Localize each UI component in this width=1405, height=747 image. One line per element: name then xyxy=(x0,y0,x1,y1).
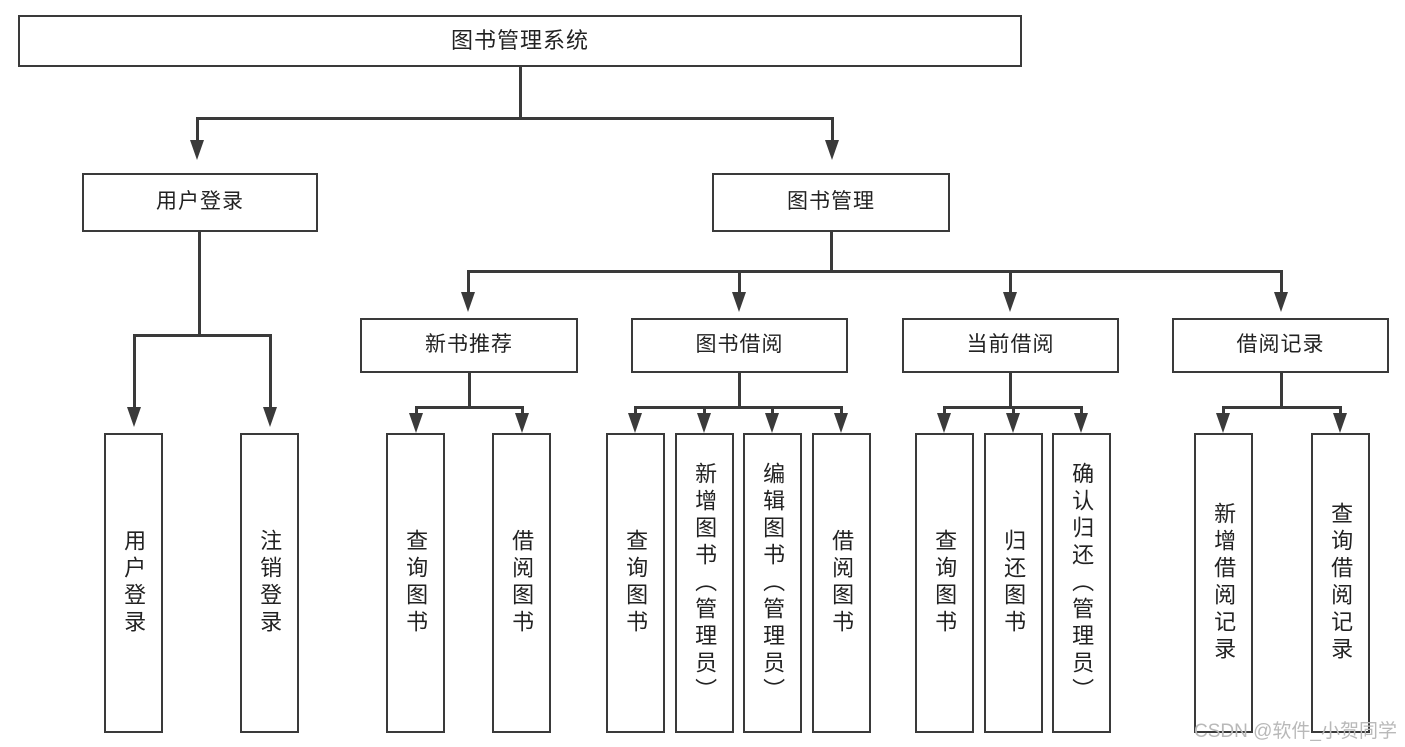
arrowhead-leaf-confirm-return xyxy=(1074,413,1088,433)
node-leaf-user-logout[interactable]: 注销登录 xyxy=(240,433,299,733)
node-label: 查询图书 xyxy=(623,529,649,637)
edge-book-borrow-drop-4 xyxy=(840,406,843,414)
arrowhead-leaf-borrow-book-2 xyxy=(834,413,848,433)
node-root-book-management-system[interactable]: 图书管理系统 xyxy=(18,15,1022,67)
node-book-borrowing[interactable]: 图书借阅 xyxy=(631,318,848,373)
node-leaf-query-book-3[interactable]: 查询图书 xyxy=(915,433,974,733)
edge-book-borrow-drop-2 xyxy=(703,406,706,414)
node-label: 图书管理系统 xyxy=(450,28,589,54)
edge-book-borrow-drop-3 xyxy=(771,406,774,414)
node-leaf-query-record[interactable]: 查询借阅记录 xyxy=(1311,433,1370,733)
node-label: 查询图书 xyxy=(403,529,429,637)
arrowhead-leaf-query-record xyxy=(1333,413,1347,433)
node-leaf-confirm-return[interactable]: 确认归还（管理员） xyxy=(1052,433,1111,733)
edge-root-bus xyxy=(196,117,834,120)
arrowhead-leaf-add-record xyxy=(1216,413,1230,433)
node-leaf-edit-book[interactable]: 编辑图书（管理员） xyxy=(743,433,802,733)
node-label: 图书管理 xyxy=(787,190,875,214)
node-leaf-borrow-book-2[interactable]: 借阅图书 xyxy=(812,433,871,733)
edge-user-login-stem xyxy=(198,232,201,335)
node-leaf-add-record[interactable]: 新增借阅记录 xyxy=(1194,433,1253,733)
edge-current-borrow-stem xyxy=(1009,373,1012,407)
edge-book-manage-drop-1 xyxy=(467,270,470,293)
edge-user-login-drop-2 xyxy=(269,334,272,408)
edge-new-book-rec-bus xyxy=(415,406,524,409)
edge-book-manage-drop-3 xyxy=(1009,270,1012,293)
edge-book-manage-bus xyxy=(467,270,1283,273)
node-label: 借阅图书 xyxy=(509,529,535,637)
node-label: 用户登录 xyxy=(156,190,244,214)
arrowhead-leaf-edit-book xyxy=(765,413,779,433)
node-user-login[interactable]: 用户登录 xyxy=(82,173,318,232)
edge-user-login-drop-1 xyxy=(133,334,136,408)
edge-book-manage-stem xyxy=(830,232,833,271)
arrowhead-leaf-add-book xyxy=(697,413,711,433)
node-label: 当前借阅 xyxy=(966,333,1055,357)
node-label: 新增借阅记录 xyxy=(1211,502,1237,664)
node-leaf-borrow-book-1[interactable]: 借阅图书 xyxy=(492,433,551,733)
edge-book-borrow-drop-1 xyxy=(634,406,637,414)
arrowhead-borrow-record xyxy=(1274,292,1288,312)
edge-current-borrow-drop-3 xyxy=(1080,406,1083,414)
node-label: 查询借阅记录 xyxy=(1328,502,1354,664)
edge-book-manage-drop-2 xyxy=(738,270,741,293)
edge-book-borrow-bus xyxy=(634,406,843,409)
arrowhead-current-borrow xyxy=(1003,292,1017,312)
node-label: 用户登录 xyxy=(121,529,147,637)
arrowhead-book-borrow xyxy=(732,292,746,312)
arrowhead-leaf-return-book xyxy=(1006,413,1020,433)
node-label: 借阅图书 xyxy=(829,529,855,637)
edge-borrow-record-bus xyxy=(1222,406,1342,409)
edge-current-borrow-drop-2 xyxy=(1012,406,1015,414)
node-label: 编辑图书（管理员） xyxy=(760,461,786,705)
node-label: 新书推荐 xyxy=(425,333,513,357)
edge-user-login-bus xyxy=(133,334,272,337)
edge-book-manage-drop-4 xyxy=(1280,270,1283,293)
node-label: 查询图书 xyxy=(932,529,958,637)
edge-root-stem xyxy=(519,67,522,118)
node-leaf-query-book-1[interactable]: 查询图书 xyxy=(386,433,445,733)
node-current-borrowing[interactable]: 当前借阅 xyxy=(902,318,1119,373)
arrowhead-leaf-query-book-2 xyxy=(628,413,642,433)
edge-current-borrow-drop-1 xyxy=(943,406,946,414)
edge-root-drop-book-manage xyxy=(831,117,834,141)
node-leaf-add-book[interactable]: 新增图书（管理员） xyxy=(675,433,734,733)
node-label: 注销登录 xyxy=(257,529,283,637)
edge-new-book-rec-drop-1 xyxy=(415,406,418,414)
arrowhead-leaf-query-book-1 xyxy=(409,413,423,433)
node-book-management[interactable]: 图书管理 xyxy=(712,173,950,232)
node-leaf-query-book-2[interactable]: 查询图书 xyxy=(606,433,665,733)
arrowhead-user-login xyxy=(190,140,204,160)
node-leaf-return-book[interactable]: 归还图书 xyxy=(984,433,1043,733)
arrowhead-leaf-user-login xyxy=(127,407,141,427)
node-leaf-user-login[interactable]: 用户登录 xyxy=(104,433,163,733)
node-label: 归还图书 xyxy=(1001,529,1027,637)
arrowhead-leaf-user-logout xyxy=(263,407,277,427)
node-borrowing-records[interactable]: 借阅记录 xyxy=(1172,318,1389,373)
node-label: 借阅记录 xyxy=(1236,333,1325,357)
edge-new-book-rec-drop-2 xyxy=(521,406,524,414)
edge-borrow-record-stem xyxy=(1280,373,1283,407)
node-label: 图书借阅 xyxy=(695,333,784,357)
edge-new-book-rec-stem xyxy=(468,373,471,407)
edge-borrow-record-drop-1 xyxy=(1222,406,1225,414)
node-label: 新增图书（管理员） xyxy=(692,461,718,705)
node-label: 确认归还（管理员） xyxy=(1069,461,1095,705)
arrowhead-new-book-rec xyxy=(461,292,475,312)
edge-book-borrow-stem xyxy=(738,373,741,407)
edge-root-drop-user-login xyxy=(196,117,199,141)
node-new-book-recommendation[interactable]: 新书推荐 xyxy=(360,318,578,373)
arrowhead-book-manage xyxy=(825,140,839,160)
arrowhead-leaf-borrow-book-1 xyxy=(515,413,529,433)
arrowhead-leaf-query-book-3 xyxy=(937,413,951,433)
edge-borrow-record-drop-2 xyxy=(1339,406,1342,414)
